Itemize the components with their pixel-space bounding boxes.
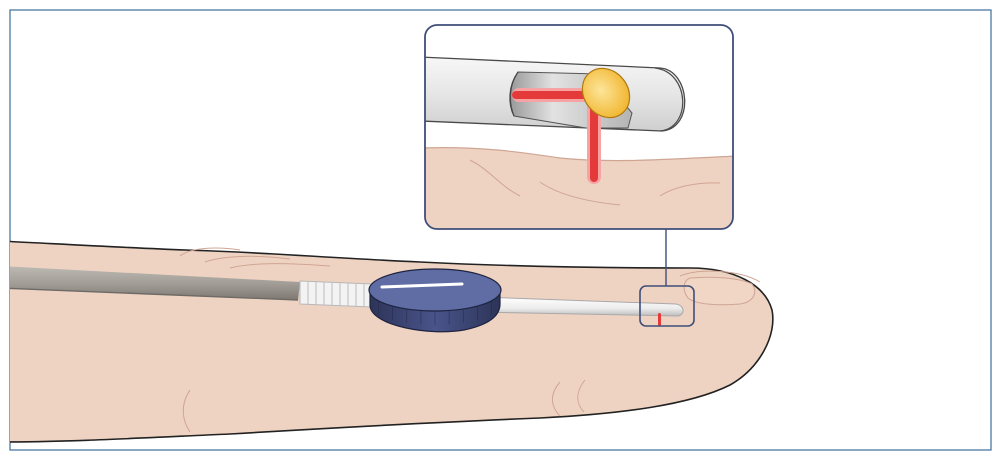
- catheter-cable: [10, 266, 300, 300]
- inset-border: [424, 24, 734, 230]
- finger-crease: [204, 255, 291, 263]
- reflective-mirror: [581, 67, 631, 119]
- catheter-edge: [10, 287, 299, 301]
- knob-indicator-line: [380, 282, 464, 289]
- magnified-inset: [424, 24, 734, 230]
- probe-rod: [479, 296, 684, 326]
- finger-crease: [182, 389, 191, 433]
- finger-crease: [577, 379, 586, 413]
- fingernail: [683, 276, 756, 306]
- connector-sleeve: [299, 280, 373, 308]
- inset-cutaway-ring: [509, 71, 519, 117]
- inset-skin-line: [539, 181, 621, 206]
- laser-beam-vertical: [590, 94, 598, 182]
- inset-skin-line: [469, 159, 521, 197]
- inset-tube-endcap: [654, 67, 684, 132]
- laser-beam-horizontal: [512, 91, 600, 99]
- tip-callout-box: [639, 285, 695, 327]
- finger-crease: [179, 247, 241, 257]
- inset-skin-surface: [425, 147, 733, 229]
- inset-skin-line: [659, 182, 721, 197]
- catheter: [10, 266, 300, 301]
- finger-crease: [229, 263, 331, 269]
- knob-top: [368, 268, 502, 312]
- probe-laser-emission: [658, 313, 661, 326]
- ribbed-connector: [299, 280, 373, 308]
- nail-fold: [679, 270, 761, 283]
- probe-shaft: [479, 296, 684, 317]
- adjustment-knob: [368, 268, 502, 333]
- finger-crease: [552, 381, 561, 417]
